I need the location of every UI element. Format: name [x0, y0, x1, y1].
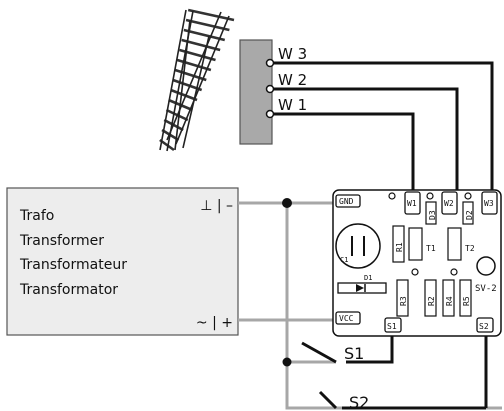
resistor-r2 — [424, 279, 437, 317]
terminal-w1-label: W 1 — [278, 96, 307, 114]
resistor-r3-label: R3 — [399, 296, 408, 306]
pad-w2-label: W2 — [444, 199, 454, 208]
diode-d2 — [462, 201, 474, 225]
terminal-w2-dot — [265, 84, 275, 94]
mounting-hole — [476, 256, 496, 276]
terminal-w2-label: W 2 — [278, 71, 307, 89]
track-sleeper — [187, 8, 235, 22]
transistor-t1 — [408, 227, 423, 261]
resistor-r5-label: R5 — [462, 296, 471, 306]
sv2-circuit-board: GND VCC W1 W2 W3 S1 S2 C1 D1 D3 D2 R1 T1… — [332, 189, 502, 337]
transformer-name-en: Transformer — [19, 233, 104, 249]
resistor-r1-label: R1 — [395, 242, 404, 252]
transformer-ac-label: ~ | + — [196, 315, 233, 331]
resistor-r1 — [392, 225, 405, 263]
transformer-name-de: Trafo — [19, 208, 54, 224]
transformer-ground-label: ⊥ | – — [200, 198, 233, 214]
transformer-box — [6, 187, 239, 336]
diode-d2-label: D2 — [465, 210, 474, 220]
resistor-r2-label: R2 — [427, 296, 436, 306]
terminal-w3-dot — [265, 58, 275, 68]
transformer-name-fr: Transformateur — [19, 257, 127, 273]
terminal-w3-label: W 3 — [278, 45, 307, 63]
switch-s2-label: S2 — [349, 393, 369, 411]
ground-junction-dot — [282, 198, 292, 208]
transformer-name-nl: Transformator — [19, 282, 118, 298]
pad-s2-label: S2 — [479, 322, 489, 331]
transistor-t2 — [447, 227, 462, 261]
board-model-label: SV-2 — [475, 284, 497, 294]
switch-s1-junction-dot — [282, 357, 292, 367]
resistor-r5 — [459, 279, 472, 317]
diode-d3-label: D3 — [428, 210, 437, 220]
capacitor-c1-label: C1 — [340, 256, 348, 264]
turnout-wires — [273, 61, 494, 192]
diode-d1-label: D1 — [364, 274, 372, 282]
resistor-r3 — [396, 279, 409, 317]
transistor-t2-label: T2 — [465, 244, 475, 253]
pad-w3-label: W3 — [484, 199, 494, 208]
resistor-r4 — [442, 279, 455, 317]
pad-s1-label: S1 — [387, 322, 397, 331]
turnout-track — [159, 8, 235, 152]
track-sleeper — [170, 88, 198, 102]
track-sleeper — [185, 18, 230, 32]
diode-d3 — [425, 201, 437, 225]
switch-s1 — [301, 334, 394, 364]
switch-s2 — [318, 390, 486, 410]
track-sleeper — [174, 68, 207, 82]
pad-w1-label: W1 — [407, 199, 417, 208]
resistor-r4-label: R4 — [445, 296, 454, 306]
capacitor-c1 — [335, 223, 381, 269]
pad-vcc-label: VCC — [339, 314, 354, 323]
terminal-w1-dot — [265, 109, 275, 119]
track-sleeper — [183, 28, 226, 42]
transistor-t1-label: T1 — [426, 244, 436, 253]
switch-s1-label: S1 — [344, 344, 364, 363]
pad-gnd-label: GND — [339, 197, 354, 206]
